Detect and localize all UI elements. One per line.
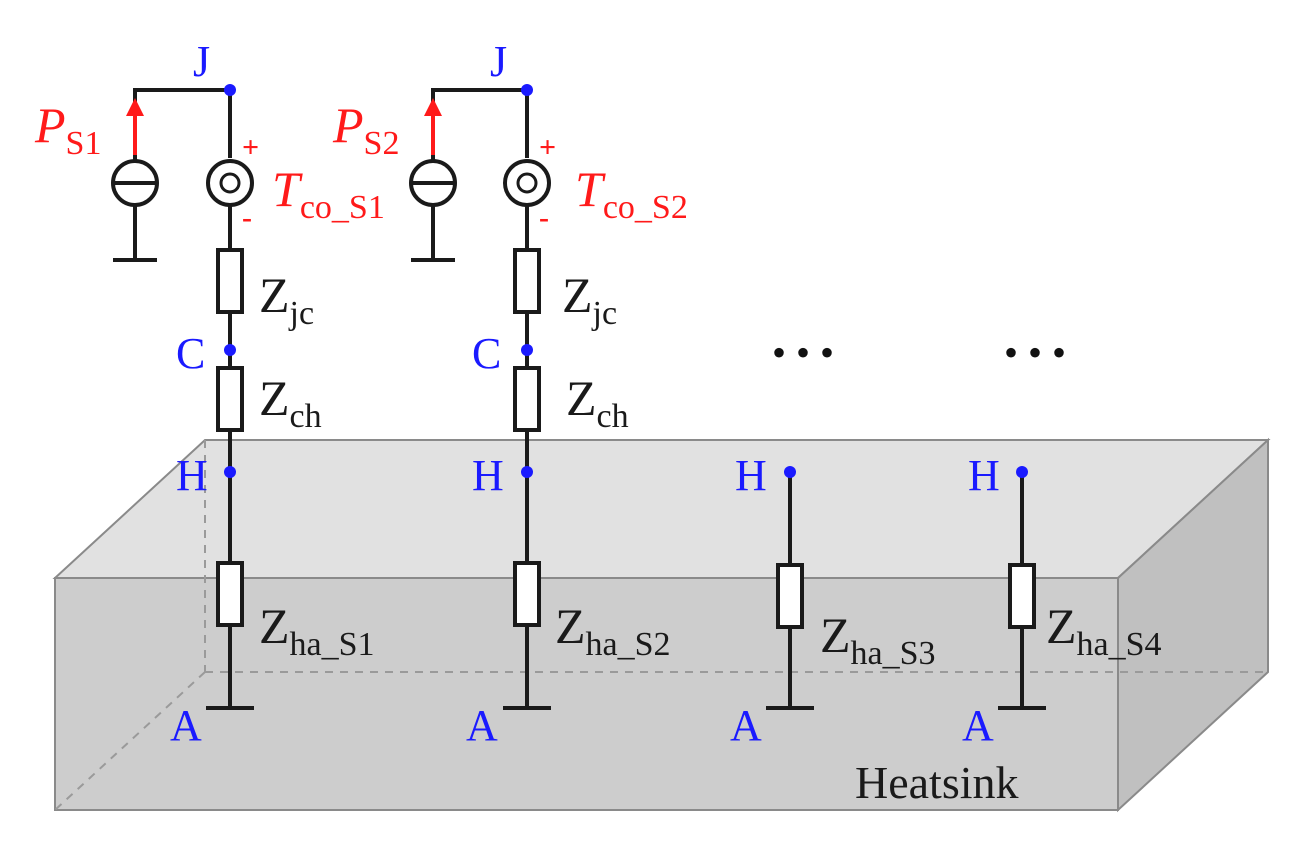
zjc-label-s1: Zjc — [259, 267, 314, 332]
section-s1 — [111, 84, 254, 710]
node-c-s2-dot — [521, 344, 533, 356]
node-a-s4-label: A — [962, 701, 994, 750]
power-source-s2 — [409, 159, 457, 207]
minus-sign-s2: - — [539, 201, 549, 234]
temp-source-s2 — [503, 159, 551, 207]
resistor-zha-s2 — [513, 561, 541, 627]
node-h-s2-label: H — [472, 451, 504, 500]
section-s4 — [998, 466, 1046, 710]
plus-sign-s2: + — [539, 131, 556, 164]
zjc-label-s2: Zjc — [562, 267, 617, 332]
heatsink-hidden-edges — [54, 440, 1268, 811]
power-label-s2: PS2 — [332, 97, 399, 162]
node-j-s1-label: J — [193, 37, 210, 86]
node-a-s2-label: A — [466, 701, 498, 750]
resistor-zch-s2 — [513, 366, 541, 432]
section-s3 — [766, 466, 814, 710]
power-label-s1: PS1 — [34, 97, 101, 162]
zha-label-s2: Zha_S2 — [555, 598, 671, 663]
node-h-s2-dot — [521, 466, 533, 478]
section-s4-labels: H A Zha_S4 — [962, 451, 1162, 750]
zha-label-s1: Zha_S1 — [259, 598, 375, 663]
resistor-zha-s4 — [1008, 563, 1036, 629]
node-j-s2-dot — [521, 84, 533, 96]
power-arrow-s2 — [424, 98, 442, 155]
temp-source-s1 — [206, 159, 254, 207]
power-source-s1 — [111, 159, 159, 207]
heatsink-box: Heatsink — [52, 437, 1271, 813]
node-h-s1-label: H — [176, 451, 208, 500]
section-s2-labels: J C H A + - PS2 Tco_S2 Zjc Zch Zha_S2 — [332, 37, 688, 750]
node-c-s1-label: C — [176, 329, 205, 378]
plus-sign-s1: + — [242, 131, 259, 164]
zha-label-s3: Zha_S3 — [820, 607, 936, 672]
node-c-s2-label: C — [472, 329, 501, 378]
resistor-zjc-s1 — [216, 248, 244, 314]
node-j-s1-dot — [224, 84, 236, 96]
node-h-s4-dot — [1016, 466, 1028, 478]
power-arrow-s1 — [126, 98, 144, 155]
node-j-s2-label: J — [490, 37, 507, 86]
node-c-s1-dot — [224, 344, 236, 356]
heatsink-top-face — [52, 439, 1271, 579]
minus-sign-s1: - — [242, 201, 252, 234]
node-h-s3-label: H — [735, 451, 767, 500]
node-a-s1-label: A — [170, 701, 202, 750]
resistor-zch-s1 — [216, 366, 244, 432]
section-s1-labels: J C H A + - PS1 Tco_S1 Zjc Zch Zha_S1 — [34, 37, 385, 750]
temp-label-s1: Tco_S1 — [272, 161, 385, 226]
wire-s2-top — [431, 88, 529, 170]
ellipsis-1: • • • — [772, 330, 834, 375]
resistor-zjc-s2 — [513, 248, 541, 314]
node-h-s4-label: H — [968, 451, 1000, 500]
heatsink-label: Heatsink — [855, 757, 1019, 808]
resistor-zha-s3 — [776, 563, 804, 629]
wire-s1-top — [133, 88, 232, 170]
zch-label-s2: Zch — [566, 370, 629, 435]
node-h-s1-dot — [224, 466, 236, 478]
zha-label-s4: Zha_S4 — [1046, 598, 1162, 663]
resistor-zha-s1 — [216, 561, 244, 627]
temp-label-s2: Tco_S2 — [575, 161, 688, 226]
node-a-s3-label: A — [730, 701, 762, 750]
zch-label-s1: Zch — [259, 370, 322, 435]
ellipsis-2: • • • — [1004, 330, 1066, 375]
section-s3-labels: H A Zha_S3 — [730, 451, 936, 750]
node-h-s3-dot — [784, 466, 796, 478]
section-s2 — [409, 84, 551, 710]
